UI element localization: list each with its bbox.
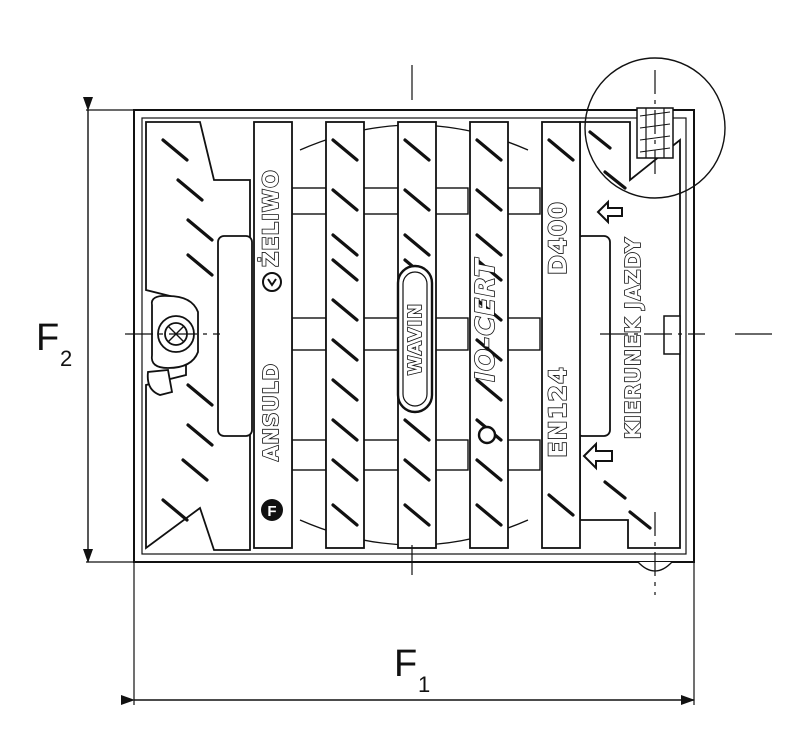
cross-rib: [503, 439, 541, 471]
ansuld-text: ANSULD: [259, 363, 283, 461]
driving-direction-text: KIERUNEK JAZDY: [621, 237, 645, 439]
cross-rib: [433, 187, 469, 215]
direction-arrow-top: [596, 199, 623, 225]
drainage-slot: [403, 138, 431, 162]
grate-bar: [469, 121, 509, 549]
drainage-slot: [475, 138, 503, 162]
wavin-logo: WAVIN: [396, 264, 434, 414]
cross-rib: [503, 317, 541, 351]
direction-arrow-bottom: [582, 441, 613, 471]
io-cert-text: IO-CERT: [471, 257, 501, 382]
grate-bar: [253, 121, 293, 549]
grate-bar: [541, 121, 581, 549]
drainage-slot: [181, 458, 209, 482]
zeliwo-logo: [262, 272, 282, 292]
drainage-slot: [186, 423, 214, 447]
drainage-slot: [331, 503, 359, 527]
drainage-slot: [176, 178, 204, 202]
grate-bar: [325, 121, 365, 549]
drainage-slot: [475, 233, 503, 257]
outer-frame: [86, 109, 695, 705]
cross-rib: [503, 187, 541, 215]
cross-rib: [433, 317, 469, 351]
dimension-width: F 1: [121, 643, 695, 705]
drainage-slot: [161, 498, 189, 522]
drainage-slot: [547, 493, 575, 517]
drainage-slot: [331, 298, 359, 322]
drainage-slot: [331, 138, 359, 162]
cross-ribs: [291, 187, 541, 471]
cross-rib: [361, 317, 399, 351]
drainage-slot: [331, 378, 359, 402]
drainage-slot: [475, 188, 503, 212]
drainage-slot: [403, 458, 431, 482]
drainage-slot: [475, 378, 503, 402]
centerlines: [125, 65, 772, 595]
locking-lug: [663, 315, 681, 355]
drainage-slot: [403, 188, 431, 212]
drainage-slot: [331, 188, 359, 212]
drainage-slot: [603, 480, 627, 500]
drainage-slot: [161, 138, 189, 162]
cast-lettering: ŻELIWO ANSULD F WAVIN IO-CERT D400 EN124…: [257, 168, 646, 521]
drainage-slot: [475, 298, 503, 322]
drainage-slot: [186, 383, 214, 407]
drainage-slots: [161, 130, 652, 530]
drainage-slot: [403, 233, 431, 257]
drainage-slot: [331, 338, 359, 362]
drainage-slot: [403, 503, 431, 527]
drainage-slot: [475, 458, 503, 482]
width-label: F: [394, 643, 417, 685]
wavin-text: WAVIN: [405, 303, 426, 375]
drainage-slot: [603, 170, 627, 190]
drainage-slot: [186, 253, 214, 277]
cross-rib: [361, 439, 399, 471]
cross-rib: [361, 187, 399, 215]
drainage-slot: [331, 418, 359, 442]
height-label-subscript: 2: [60, 346, 72, 371]
height-label: F: [36, 317, 59, 359]
cross-rib: [291, 317, 327, 351]
io-cert-logo: [477, 425, 497, 445]
drainage-slot: [475, 258, 503, 282]
cross-rib: [291, 439, 327, 471]
ansuld-logo-letter: F: [267, 503, 276, 520]
cross-rib: [291, 187, 327, 215]
ansuld-logo: F: [261, 499, 283, 521]
drainage-slot: [403, 418, 431, 442]
drainage-slot: [186, 218, 214, 242]
drainage-slot: [475, 338, 503, 362]
class-d400-text: D400: [544, 201, 572, 275]
cross-rib: [433, 439, 469, 471]
drainage-slot: [331, 458, 359, 482]
standard-en124-text: EN124: [544, 366, 572, 458]
drainage-slot: [475, 503, 503, 527]
zeliwo-text: ŻELIWO: [258, 169, 283, 267]
drainage-slot: [628, 510, 652, 530]
drainage-slot: [331, 258, 359, 282]
right-lattice-panel: [575, 121, 681, 549]
width-label-subscript: 1: [418, 672, 430, 697]
drainage-slot: [331, 233, 359, 257]
drainage-slot: [588, 130, 612, 150]
dimension-height: F 2: [36, 97, 93, 563]
drainage-slot: [547, 138, 575, 162]
